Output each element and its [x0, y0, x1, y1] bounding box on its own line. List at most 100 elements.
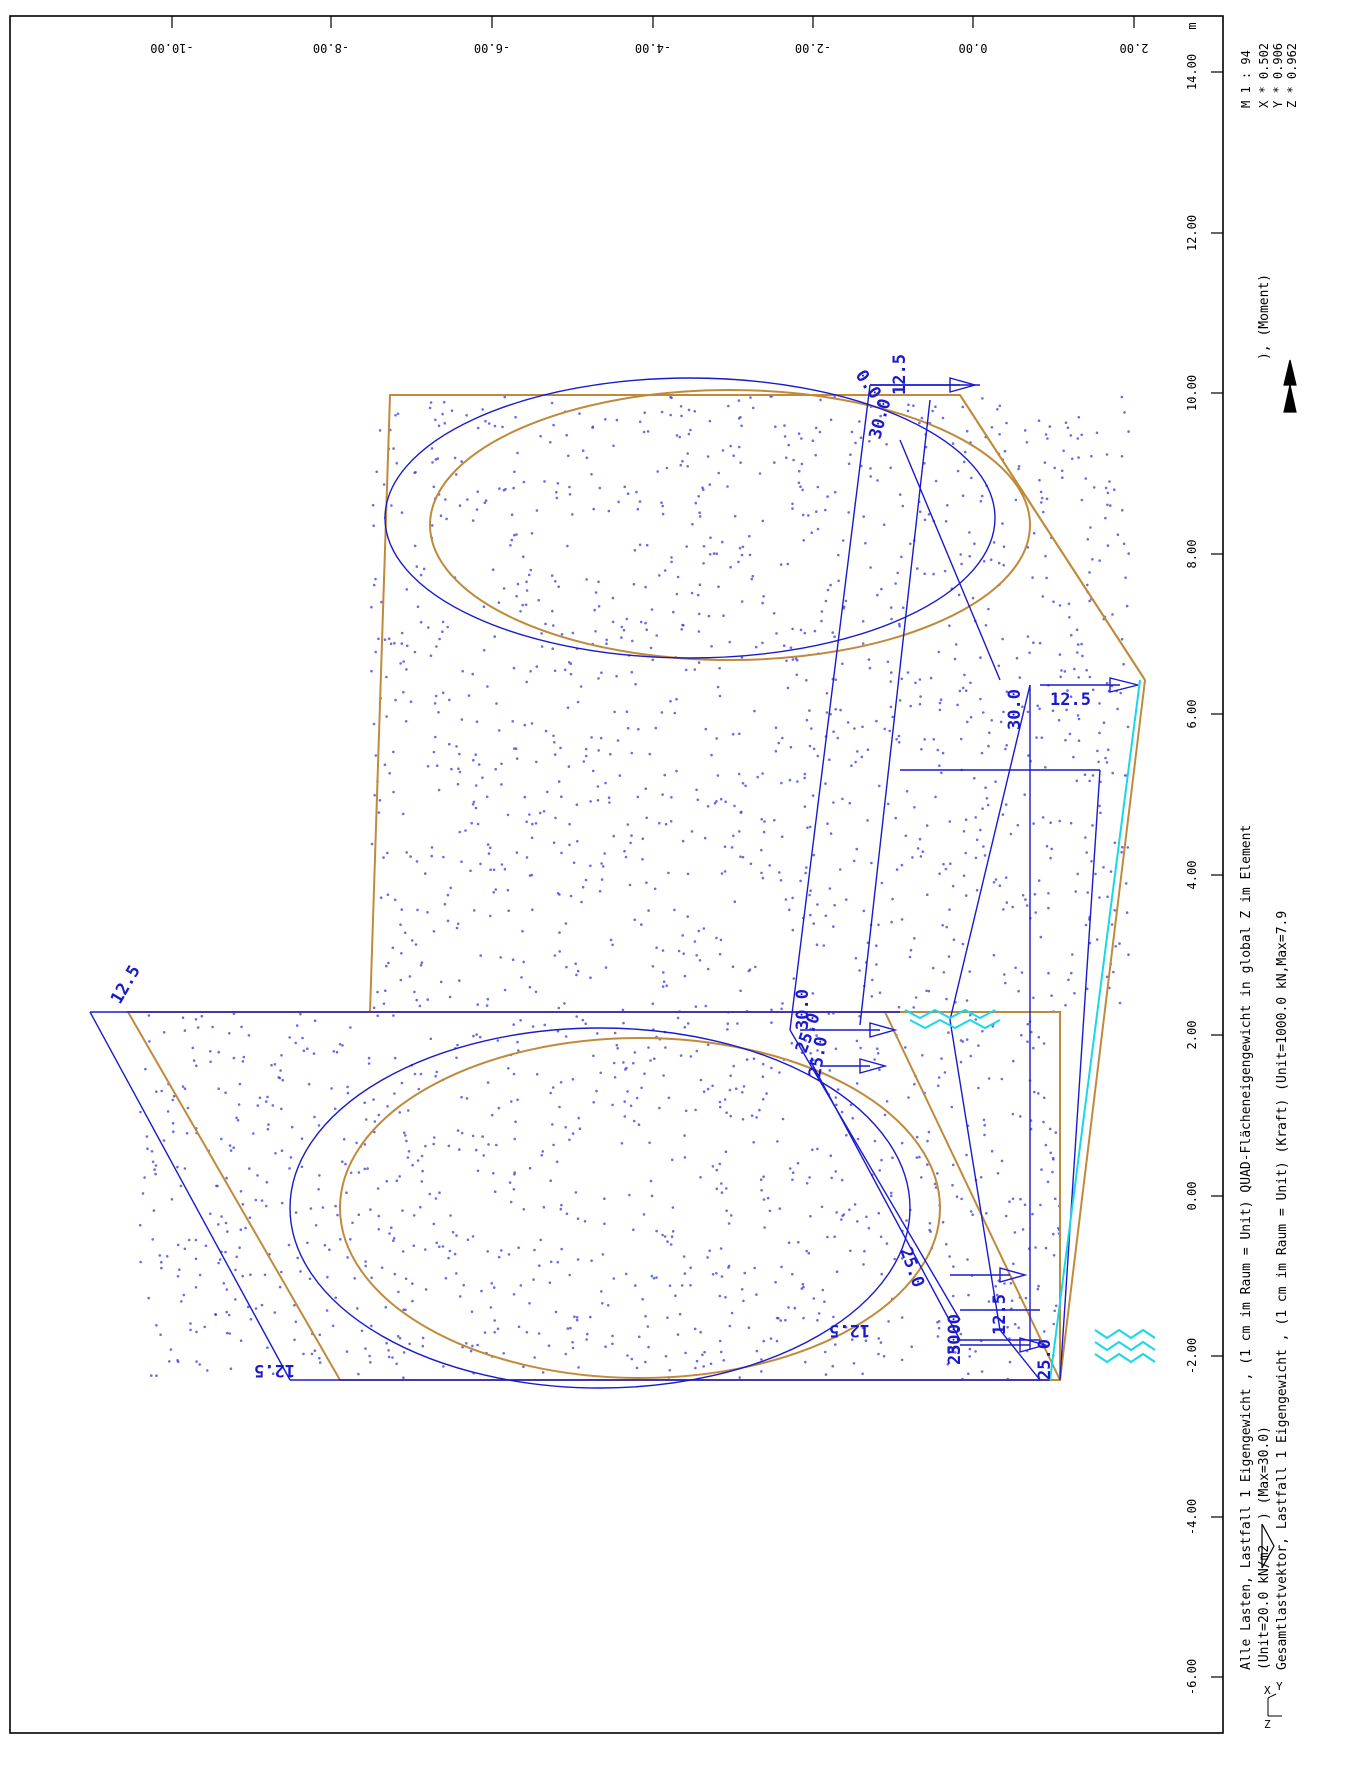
- load-point: [528, 1166, 532, 1170]
- load-point: [497, 1255, 501, 1259]
- load-point: [823, 1350, 827, 1354]
- axis-x-label: X: [1264, 1684, 1271, 1697]
- load-point: [910, 1345, 913, 1348]
- load-point: [1004, 981, 1007, 985]
- load-point: [280, 1201, 284, 1205]
- load-point: [850, 430, 854, 434]
- load-point: [345, 1350, 349, 1353]
- load-point: [1047, 971, 1050, 975]
- load-point: [968, 1355, 971, 1358]
- load-point: [1047, 892, 1050, 895]
- load-point: [487, 852, 491, 855]
- load-point: [594, 591, 598, 594]
- load-point: [945, 925, 948, 929]
- load-point: [787, 1306, 790, 1309]
- load-point: [628, 1193, 631, 1197]
- load-point: [875, 1047, 879, 1050]
- load-point: [392, 790, 395, 794]
- load-point: [916, 847, 920, 850]
- load-point: [369, 1208, 372, 1211]
- top-tick-label: -8.00: [313, 41, 349, 55]
- load-point: [923, 572, 926, 576]
- load-point: [752, 1057, 756, 1060]
- value-label: 30.0: [945, 1314, 965, 1355]
- load-point: [694, 501, 698, 505]
- load-point: [1050, 994, 1053, 997]
- load-point: [256, 1174, 259, 1177]
- load-point: [805, 1182, 809, 1185]
- load-point: [784, 898, 788, 901]
- load-point: [323, 1243, 327, 1247]
- load-point: [1002, 710, 1005, 714]
- load-point: [502, 587, 506, 590]
- load-point: [435, 764, 439, 767]
- load-point: [611, 943, 614, 947]
- load-point: [1070, 971, 1073, 975]
- load-point: [778, 1071, 781, 1074]
- load-point: [979, 828, 982, 832]
- load-point: [394, 414, 397, 417]
- load-point: [878, 1068, 881, 1071]
- load-point: [554, 816, 557, 820]
- load-point: [738, 830, 741, 833]
- load-point: [853, 1203, 857, 1206]
- load-point: [683, 974, 687, 978]
- load-point: [568, 493, 572, 496]
- load-point: [584, 747, 588, 751]
- load-point: [509, 1200, 513, 1204]
- load-point: [194, 1257, 198, 1261]
- load-point: [971, 1213, 974, 1216]
- load-point: [951, 884, 955, 888]
- load-point: [611, 596, 615, 600]
- load-point: [448, 698, 451, 702]
- load-point: [306, 1047, 309, 1050]
- load-point: [1120, 637, 1124, 641]
- load-point: [748, 553, 752, 557]
- load-point: [947, 955, 951, 958]
- load-point: [568, 1138, 571, 1142]
- load-point: [742, 1085, 746, 1088]
- load-point: [485, 1004, 489, 1007]
- load-point: [1048, 1127, 1052, 1131]
- load-point: [778, 871, 781, 874]
- load-point: [685, 545, 688, 548]
- load-point: [923, 518, 927, 522]
- scale-label: M 1 : 94: [1239, 50, 1253, 108]
- load-point: [754, 965, 757, 969]
- load-point: [1019, 1197, 1022, 1201]
- load-point: [878, 1169, 882, 1172]
- load-point: [918, 510, 922, 513]
- load-point: [1052, 600, 1055, 603]
- load-point: [540, 645, 544, 648]
- load-point: [530, 722, 534, 725]
- load-point: [154, 1164, 158, 1167]
- load-point: [811, 794, 815, 797]
- load-point: [432, 930, 436, 933]
- load-point: [718, 694, 722, 698]
- load-point: [1003, 449, 1007, 453]
- load-point: [913, 937, 916, 940]
- load-point: [779, 1319, 782, 1322]
- load-point: [719, 938, 723, 942]
- load-point: [698, 583, 702, 586]
- load-point: [472, 758, 475, 762]
- load-point: [860, 755, 864, 759]
- load-point: [862, 1263, 865, 1266]
- load-point: [307, 1082, 311, 1086]
- load-point: [517, 1325, 521, 1329]
- load-point: [981, 1029, 984, 1033]
- load-point: [254, 1307, 258, 1310]
- load-point: [1042, 1042, 1046, 1045]
- load-point: [785, 659, 788, 663]
- load-point: [768, 1209, 772, 1213]
- load-point: [747, 969, 751, 973]
- load-point: [512, 1188, 516, 1191]
- load-point: [951, 1163, 955, 1167]
- load-point: [512, 1023, 515, 1026]
- load-point: [699, 1176, 702, 1179]
- load-point: [1014, 966, 1017, 970]
- load-point: [527, 573, 531, 577]
- load-point: [620, 1142, 624, 1145]
- load-point: [885, 443, 888, 446]
- load-point: [966, 720, 969, 724]
